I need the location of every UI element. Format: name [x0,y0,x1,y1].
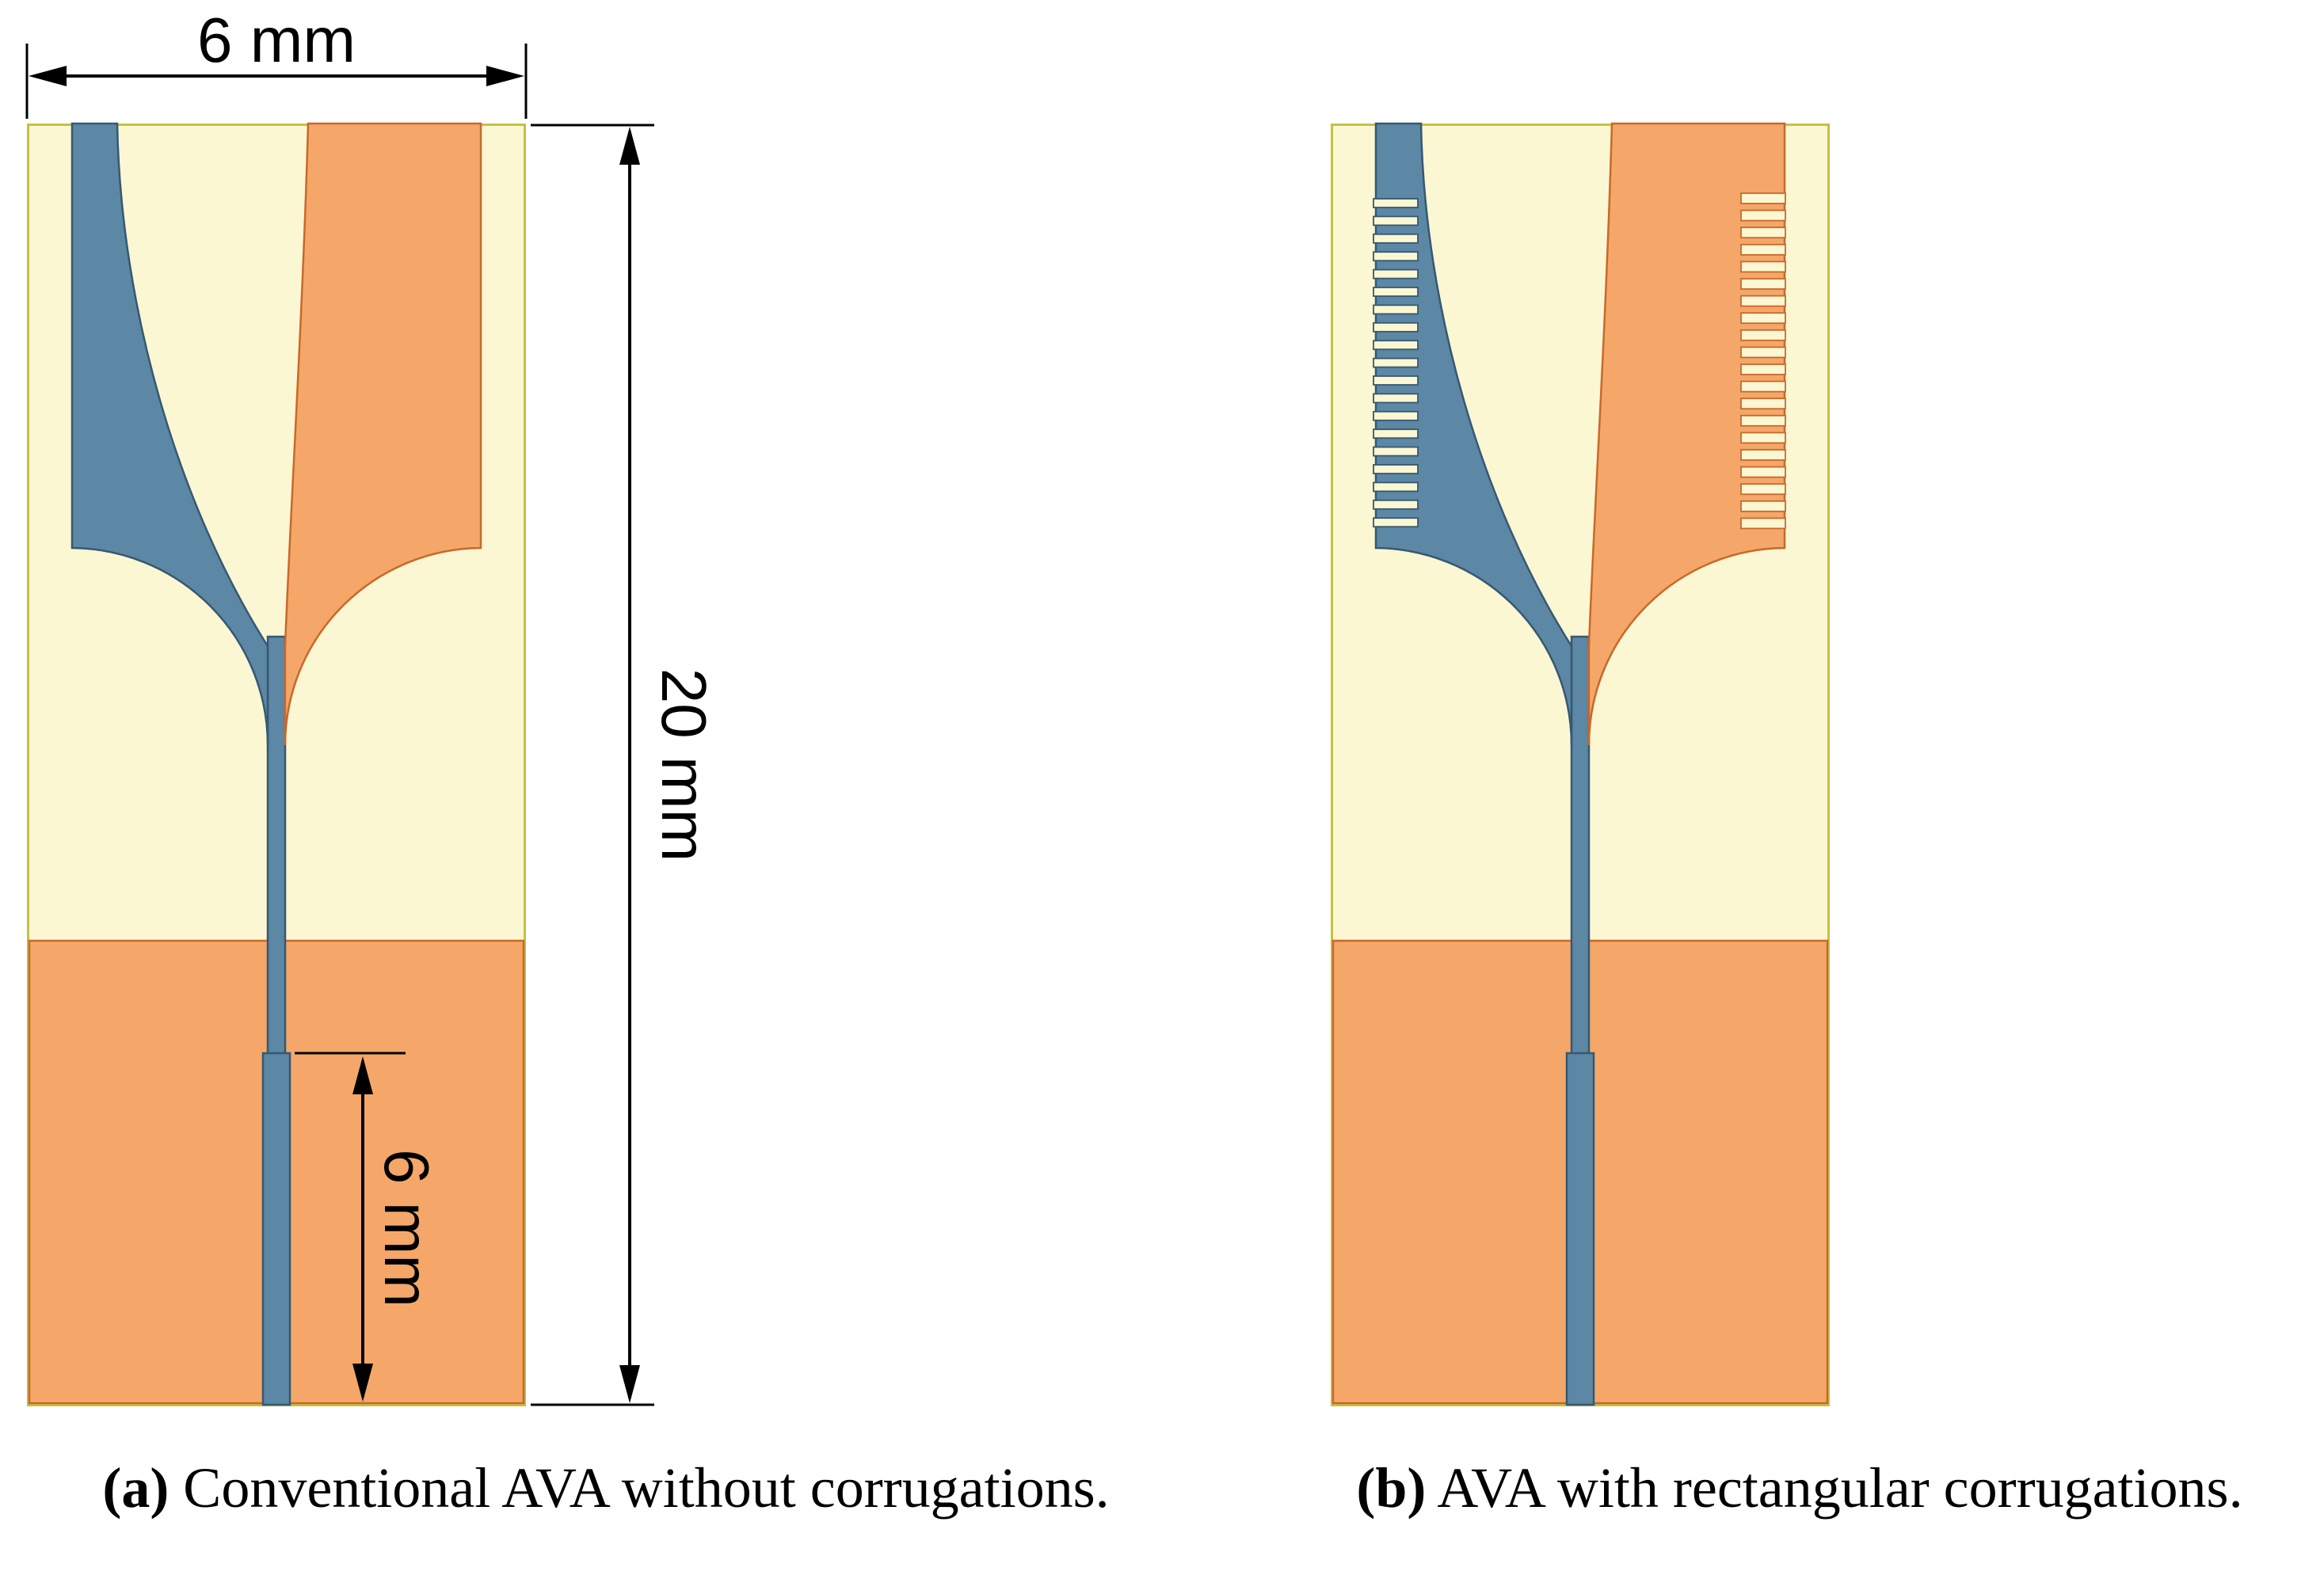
corrugation-slot [1740,449,1786,461]
corrugation-slot [1740,243,1786,256]
antenna-b [1331,122,1830,1406]
height-dimension-label: 20 mm [649,668,719,862]
corrugation-slot [1373,499,1419,510]
corrugation-slot [1740,398,1786,410]
corrugation-slot [1740,500,1786,512]
corrugation-slot [1740,209,1786,222]
arrowhead-down [352,1364,373,1402]
corrugation-slot [1740,432,1786,444]
dim-feed: 6 mm [295,1052,442,1402]
arrowhead-right [486,66,524,86]
corrugation-slot [1740,346,1786,359]
corrugation-slot [1373,357,1419,368]
feed-line-lower-b [1565,1052,1595,1406]
corrugation-slot [1373,393,1419,404]
caption-a-text: Conventional AVA without corrugations. [169,1456,1110,1520]
corrugation-slot [1373,340,1419,351]
right-corrugation-comb [1740,192,1786,530]
arrowhead-left [29,66,67,86]
corrugation-slot [1373,428,1419,439]
dim-width: 6 mm [25,5,528,119]
corrugation-slot [1373,304,1419,315]
corrugation-slot [1373,375,1419,386]
corrugation-slot [1373,251,1419,262]
width-dimension-label: 6 mm [197,5,356,75]
feed-dimension-label: 6 mm [371,1149,442,1307]
caption-b-label: (b) [1356,1456,1427,1520]
corrugation-slot [1373,410,1419,421]
feed-line-upper-a [266,635,287,1058]
caption-a-label: (a) [102,1456,170,1520]
front-flare-b [1587,122,1786,746]
corrugation-slot [1740,192,1786,204]
corrugation-slot [1740,466,1786,478]
front-flare-a [284,122,482,746]
corrugation-slot [1373,464,1419,474]
corrugation-slot [1740,278,1786,290]
back-flare-b [1374,122,1573,746]
corrugation-slot [1373,446,1419,457]
arrowhead-down [619,1365,640,1403]
corrugation-slot [1740,329,1786,341]
arrowhead-up [352,1056,373,1094]
corrugation-slot [1373,233,1419,244]
left-corrugation-comb [1373,198,1419,528]
corrugation-slot [1740,261,1786,273]
corrugation-slot [1373,215,1419,226]
caption-a: (a) Conventional AVA without corrugation… [8,1455,1204,1521]
feed-line-upper-b [1570,635,1591,1058]
corrugation-slot [1740,295,1786,307]
corrugation-slot [1740,226,1786,239]
corrugation-slot [1740,363,1786,375]
corrugation-slot [1373,268,1419,280]
dim-height: 20 mm [531,124,719,1406]
corrugation-slot [1373,198,1419,208]
caption-b: (b) AVA with rectangular corrugations. [1275,1455,2324,1521]
feed-line-lower-a [261,1052,291,1406]
arrowhead-up [619,127,640,165]
corrugation-slot [1740,380,1786,393]
back-flare-a [70,122,269,746]
corrugation-slot [1740,517,1786,530]
corrugation-slot [1373,321,1419,333]
caption-b-text: AVA with rectangular corrugations. [1426,1456,2243,1520]
corrugation-slot [1740,312,1786,325]
corrugation-slot [1740,483,1786,496]
corrugation-slot [1740,414,1786,427]
corrugation-slot [1373,517,1419,528]
corrugation-slot [1373,287,1419,297]
antenna-a [27,122,526,1406]
corrugation-slot [1373,481,1419,493]
